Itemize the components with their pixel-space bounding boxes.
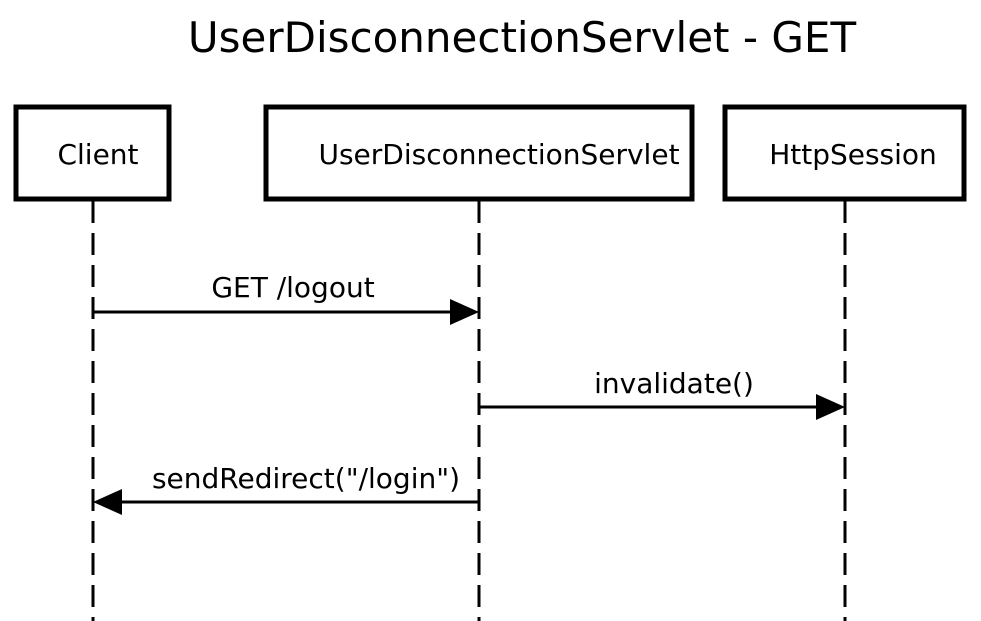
diagram-title: UserDisconnectionServlet - GET <box>188 13 857 62</box>
message-label: sendRedirect("/login") <box>152 462 460 495</box>
message-send-redirect: sendRedirect("/login") <box>93 462 479 515</box>
participant-servlet: UserDisconnectionServlet <box>263 104 695 202</box>
participant-client: Client <box>13 104 172 202</box>
participant-name: UserDisconnectionServlet <box>318 138 679 171</box>
participant-box <box>722 104 967 202</box>
message-invalidate: invalidate() <box>479 367 845 420</box>
participant-name: Client <box>57 138 138 171</box>
arrowhead-right <box>816 394 845 420</box>
message-get-logout: GET /logout <box>93 271 479 325</box>
arrowhead-left <box>93 489 122 515</box>
participant-box <box>13 104 172 202</box>
arrowhead-right <box>450 299 479 325</box>
participant-session: HttpSession <box>722 104 967 202</box>
message-label: invalidate() <box>594 367 754 400</box>
message-label: GET /logout <box>211 271 374 304</box>
participant-name: HttpSession <box>769 138 937 171</box>
participant-box <box>263 104 695 202</box>
